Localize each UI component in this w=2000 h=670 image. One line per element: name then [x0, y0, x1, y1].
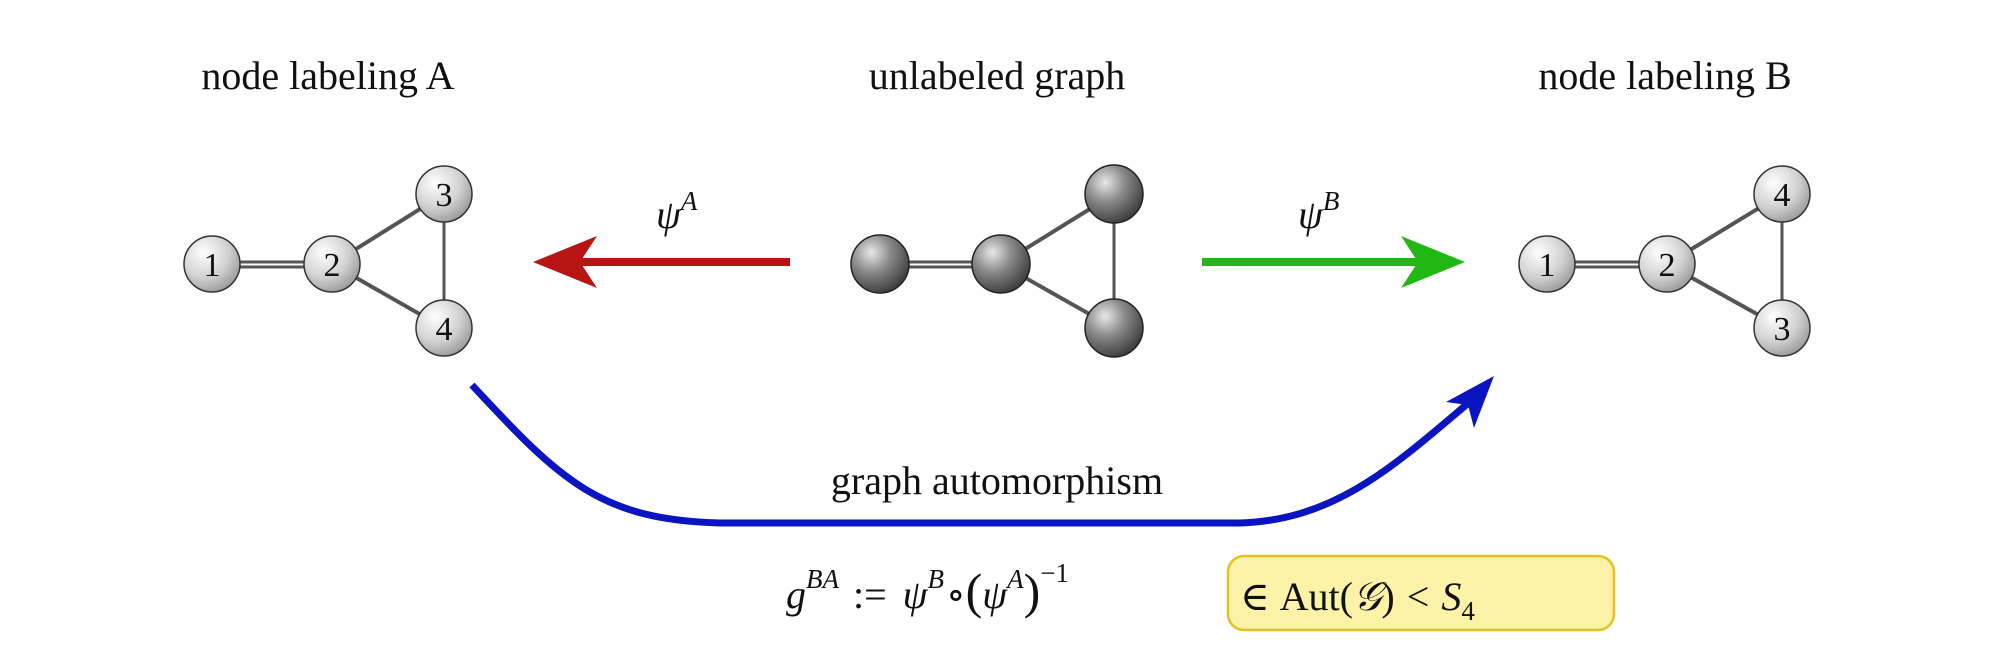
graph-b-node-1: 1	[1518, 235, 1576, 293]
unlabeled-node	[971, 234, 1031, 294]
graph-a-node-4: 4	[415, 299, 473, 357]
title-unlabeled-graph: unlabeled graph	[869, 53, 1126, 98]
svg-text:1: 1	[204, 247, 221, 284]
svg-text:4: 4	[436, 311, 453, 348]
svg-text:1: 1	[1539, 247, 1556, 284]
psi-b-arrow	[1202, 236, 1465, 288]
graph-a-node-3: 3	[415, 165, 473, 223]
svg-text:2: 2	[324, 247, 341, 284]
automorphism-formula: gBA:=ψB∘(ψA)−1 ∈Aut(𝒢)<S4	[786, 554, 1616, 632]
psi-a-arrow	[533, 236, 790, 288]
psi-b-label: ψB	[1298, 186, 1339, 237]
unlabeled-node	[850, 234, 910, 294]
psi-a-label: ψA	[656, 186, 698, 237]
title-node-labeling-a: node labeling A	[201, 53, 454, 98]
unlabeled-graph	[850, 164, 1144, 358]
graph-b-node-4: 4	[1753, 165, 1811, 223]
svg-text:3: 3	[436, 177, 453, 214]
svg-text:3: 3	[1774, 311, 1791, 348]
svg-text:4: 4	[1774, 177, 1791, 214]
graph-b-node-2: 2	[1638, 235, 1696, 293]
formula-definition: gBA:=ψB∘(ψA)−1	[786, 558, 1069, 619]
automorphism-label: graph automorphism	[831, 458, 1163, 503]
automorphism-arrow	[469, 376, 1494, 527]
title-node-labeling-b: node labeling B	[1538, 53, 1791, 98]
formula-membership: ∈Aut(𝒢)<S4	[1240, 574, 1475, 626]
graph-b-node-3: 3	[1753, 299, 1811, 357]
svg-text:2: 2	[1659, 247, 1676, 284]
unlabeled-node	[1084, 164, 1144, 224]
unlabeled-node	[1084, 298, 1144, 358]
graph-a-node-2: 2	[303, 235, 361, 293]
highlight-box	[1226, 554, 1616, 632]
graph-a-node-1: 1	[183, 235, 241, 293]
graph-a: 1 2 3 4	[183, 165, 473, 357]
graph-b: 1 2 4 3	[1518, 165, 1811, 357]
